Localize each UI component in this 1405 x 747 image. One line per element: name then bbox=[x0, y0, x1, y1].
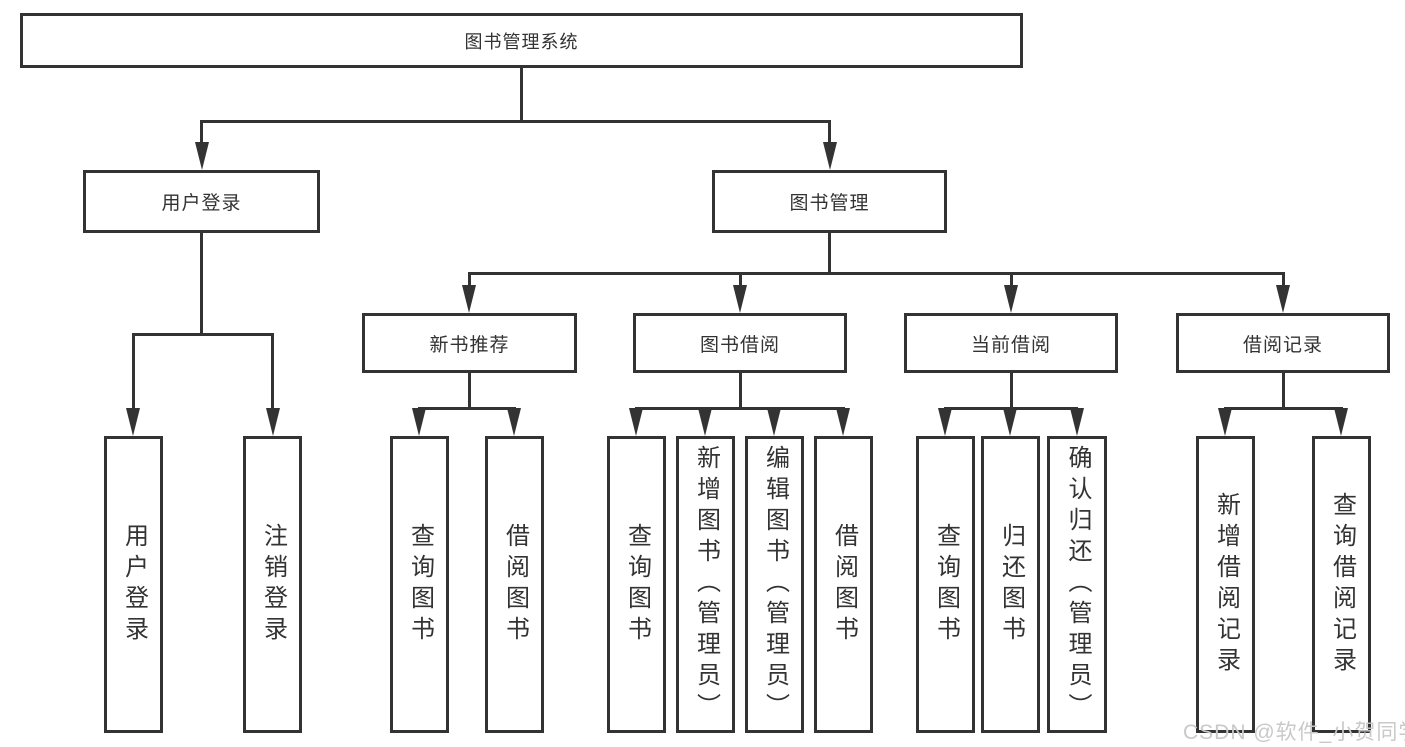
arrow-down-icon bbox=[412, 408, 426, 436]
node-label: 查询借阅记录 bbox=[1328, 491, 1356, 678]
arrow-down-icon bbox=[1334, 408, 1348, 436]
connector-book-borrow-stem-line bbox=[739, 373, 742, 409]
node-book-management: 图书管理 bbox=[712, 170, 947, 233]
node-newrec-query-books: 查询图书 bbox=[390, 436, 449, 733]
arrow-down-icon bbox=[1004, 285, 1018, 313]
node-label: 注销登录 bbox=[259, 522, 287, 647]
node-label: 归还图书 bbox=[997, 522, 1025, 647]
connector-root-stem-line bbox=[520, 68, 523, 122]
node-label: 用户登录 bbox=[161, 193, 242, 214]
node-new-book-recommend: 新书推荐 bbox=[362, 313, 577, 373]
node-edit-books-admin: 编辑图书（管理员） bbox=[745, 436, 804, 733]
arrow-down-icon bbox=[836, 408, 850, 436]
connector-book-mgmt-horizontal-line bbox=[468, 272, 1283, 275]
connector-root-horizontal-line bbox=[200, 120, 831, 123]
arrow-down-icon bbox=[733, 285, 747, 313]
node-user-login: 用户登录 bbox=[83, 170, 320, 233]
node-user-login-action: 用户登录 bbox=[104, 436, 163, 733]
arrow-down-icon bbox=[1276, 285, 1290, 313]
node-return-books: 归还图书 bbox=[981, 436, 1040, 733]
node-label: 确认归还（管理员） bbox=[1064, 445, 1091, 724]
node-label: 新书推荐 bbox=[429, 334, 510, 356]
node-label: 编辑图书（管理员） bbox=[761, 445, 789, 724]
node-book-borrow: 图书借阅 bbox=[633, 313, 847, 373]
connector-new-book-drop-line bbox=[468, 272, 471, 288]
connector-user-login-stem-line bbox=[200, 233, 203, 335]
node-label: 借阅记录 bbox=[1242, 334, 1323, 356]
connector-borrow-records-drop-line bbox=[1282, 272, 1285, 288]
connector-user-login-horizontal-line bbox=[132, 333, 274, 336]
arrow-down-icon bbox=[1003, 408, 1017, 436]
arrow-down-icon bbox=[195, 142, 209, 170]
node-label: 查询图书 bbox=[623, 522, 651, 647]
node-label: 图书管理 bbox=[789, 193, 870, 214]
connector-login-leaf-drop-line bbox=[132, 333, 135, 411]
node-current-query-books: 查询图书 bbox=[916, 436, 975, 733]
connector-logout-leaf-drop-line bbox=[271, 333, 274, 411]
arrow-down-icon bbox=[266, 408, 280, 436]
node-label: 查询图书 bbox=[406, 522, 434, 647]
connector-book-mgmt-drop-line bbox=[828, 120, 831, 146]
arrow-down-icon bbox=[1218, 408, 1232, 436]
arrow-down-icon bbox=[629, 408, 643, 436]
connector-borrow-records-stem-line bbox=[1282, 373, 1285, 409]
node-label: 当前借阅 bbox=[970, 334, 1051, 356]
connector-new-book-horizontal-line bbox=[418, 407, 516, 410]
arrow-down-icon bbox=[462, 285, 476, 313]
connector-book-borrow-drop-line bbox=[739, 272, 742, 288]
arrow-down-icon bbox=[698, 408, 712, 436]
node-label: 新增借阅记录 bbox=[1212, 491, 1240, 678]
arrow-down-icon bbox=[1070, 408, 1084, 436]
arrow-down-icon bbox=[823, 142, 837, 170]
arrow-down-icon bbox=[507, 408, 521, 436]
node-query-borrow-record: 查询借阅记录 bbox=[1312, 436, 1371, 733]
node-borrow-books: 借阅图书 bbox=[814, 436, 873, 733]
node-add-books-admin: 新增图书（管理员） bbox=[676, 436, 735, 733]
arrow-down-icon bbox=[767, 408, 781, 436]
node-label: 用户登录 bbox=[120, 522, 148, 647]
node-library-management-system: 图书管理系统 bbox=[20, 13, 1023, 68]
node-label: 图书借阅 bbox=[699, 334, 780, 356]
node-current-borrow: 当前借阅 bbox=[904, 313, 1118, 373]
node-newrec-borrow-books: 借阅图书 bbox=[485, 436, 544, 733]
connector-current-borrow-stem-line bbox=[1010, 373, 1013, 409]
node-label: 新增图书（管理员） bbox=[692, 445, 720, 724]
node-borrow-records: 借阅记录 bbox=[1176, 313, 1390, 373]
node-label: 查询图书 bbox=[932, 522, 960, 647]
node-label: 借阅图书 bbox=[501, 522, 529, 647]
connector-user-login-drop-line bbox=[200, 120, 203, 146]
connector-current-borrow-drop-line bbox=[1010, 272, 1013, 288]
node-label: 图书管理系统 bbox=[464, 31, 579, 52]
connector-borrow-records-horizontal-line bbox=[1224, 407, 1343, 410]
node-logout-action: 注销登录 bbox=[243, 436, 302, 733]
node-add-borrow-record: 新增借阅记录 bbox=[1196, 436, 1255, 733]
csdn-watermark: CSDN @软件_小贺同学 bbox=[1183, 721, 1405, 744]
node-confirm-return-admin: 确认归还（管理员） bbox=[1047, 436, 1107, 733]
connector-new-book-stem-line bbox=[468, 373, 471, 409]
arrow-down-icon bbox=[938, 408, 952, 436]
node-borrow-query-books: 查询图书 bbox=[607, 436, 666, 733]
connector-book-borrow-horizontal-line bbox=[635, 407, 845, 410]
arrow-down-icon bbox=[126, 408, 140, 436]
node-label: 借阅图书 bbox=[830, 522, 858, 647]
connector-book-mgmt-stem-line bbox=[828, 233, 831, 274]
